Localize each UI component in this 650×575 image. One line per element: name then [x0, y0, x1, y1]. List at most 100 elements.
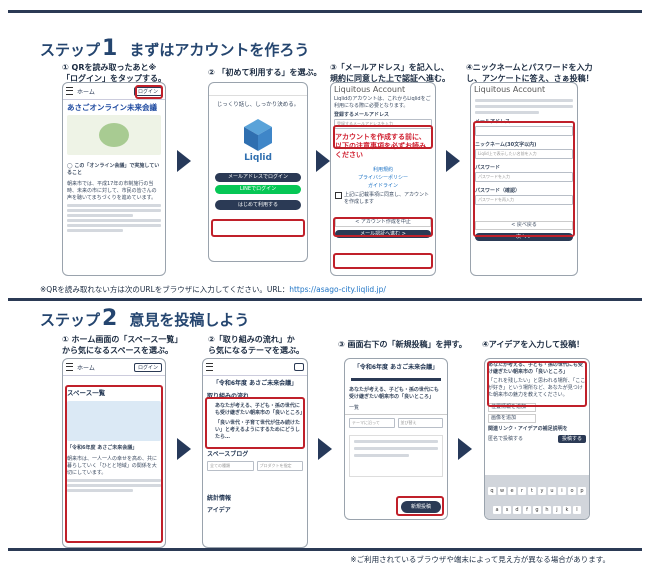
- compose-prompt: あなたが考える、子ども・孫の世代にも受け継ぎたい朝来市の「良いところ」: [488, 362, 583, 375]
- login-button[interactable]: ログイン: [133, 362, 162, 372]
- top-divider: [8, 10, 642, 13]
- key-r[interactable]: r: [518, 487, 526, 495]
- phone-screen-register: Liquitous Account Liqlidのアカウントは、これからLiql…: [330, 82, 436, 276]
- new-post-highlight: [396, 496, 444, 516]
- theme-filter[interactable]: テーマに沿って: [349, 418, 395, 428]
- next-button[interactable]: 次へ >: [475, 233, 573, 241]
- consent-highlight: [333, 217, 433, 237]
- illustration: [67, 115, 161, 155]
- password-confirm-input[interactable]: パスワードを再入力: [475, 195, 573, 205]
- space-card-body: 朝来市は、一人一人の幸せを高め、共に暮らしていく「ひとと地域」の関係を大切にして…: [67, 456, 158, 476]
- idea-textarea[interactable]: 「これを残したい」と思われる場所、「ここが好き」という場所など、あなたが見つけた…: [488, 378, 586, 398]
- submit-button[interactable]: 投稿する: [557, 435, 586, 443]
- key-u[interactable]: u: [548, 487, 556, 495]
- space-card-title[interactable]: 「令和6年度 あさご未来会議」: [67, 445, 138, 451]
- step1-caption-2: ② 「初めて利用する」を選ぶ。: [208, 68, 322, 77]
- arrow-icon: [177, 150, 191, 172]
- stats-heading: 統計情報: [207, 495, 232, 502]
- menu-icon[interactable]: [66, 87, 73, 95]
- flow-heading: 取り組みの流れ: [207, 393, 250, 400]
- email-label: 登録するメールアドレス: [334, 112, 390, 118]
- email-field[interactable]: [475, 126, 573, 136]
- privacy-link[interactable]: プライバシーポリシー: [358, 175, 408, 181]
- key-p[interactable]: p: [578, 487, 586, 495]
- key-f[interactable]: f: [523, 506, 531, 514]
- tab-list[interactable]: 一覧: [345, 403, 447, 415]
- password-input[interactable]: パスワードを入力: [475, 172, 573, 182]
- location-button[interactable]: 位置情報を追加: [488, 403, 536, 412]
- section-heading: ◯ この「オンライン会議」で実施していること: [67, 163, 160, 176]
- guideline-link[interactable]: ガイドライン: [367, 183, 398, 189]
- key-k[interactable]: k: [563, 506, 571, 514]
- key-h[interactable]: h: [543, 506, 551, 514]
- proceed-button[interactable]: メール認証へ進む >: [335, 230, 431, 238]
- keyboard-row-3: zxcvbnm: [485, 515, 589, 519]
- new-post-button[interactable]: 新規投稿: [401, 501, 441, 513]
- theme-item-1[interactable]: あなたが考える、子ども・孫の世代にも受け継ぎたい朝来市の「良いところ」: [215, 403, 306, 416]
- terms-link[interactable]: 利用規約: [372, 167, 393, 173]
- sort-select[interactable]: 並び替え: [397, 418, 443, 428]
- product-filter[interactable]: プロダクトを指定: [256, 461, 303, 471]
- key-g[interactable]: g: [533, 506, 541, 514]
- step2-caption-4: ④アイデアを入力して投稿！: [482, 340, 585, 349]
- related-link-label: 関連リンク・アイデアの補足説明を: [488, 426, 568, 432]
- line-login-button[interactable]: LINEでログイン: [215, 185, 301, 194]
- key-e[interactable]: e: [508, 487, 516, 495]
- key-a[interactable]: a: [493, 506, 501, 514]
- key-o[interactable]: o: [568, 487, 576, 495]
- arrow-icon: [177, 438, 191, 460]
- key-i[interactable]: i: [558, 487, 566, 495]
- key-d[interactable]: d: [513, 506, 521, 514]
- back-button[interactable]: < 戻べ戻る: [475, 221, 573, 230]
- key-t[interactable]: t: [528, 487, 536, 495]
- anonymous-toggle[interactable]: 匿名で投稿する: [488, 435, 524, 442]
- key-y[interactable]: y: [538, 487, 546, 495]
- key-q[interactable]: q: [488, 487, 496, 495]
- banner-title: あさごオンライン未来会議: [67, 103, 157, 112]
- theme-item-2[interactable]: 「良い世代・子育て世代が住み続けたい」と考えるようにするためにどうしたら…: [215, 420, 301, 440]
- bottom-divider: [8, 548, 642, 551]
- login-button[interactable]: [294, 363, 304, 371]
- logo-text: Liqlid: [244, 153, 272, 163]
- email-login-button[interactable]: メールアドレスでログイン: [215, 173, 301, 182]
- menu-icon[interactable]: [206, 363, 213, 371]
- arrow-icon: [316, 150, 330, 172]
- header-title: ホーム: [77, 364, 95, 372]
- site-url-link[interactable]: https://asago-city.liqlid.jp/: [289, 285, 386, 294]
- space-title: 「令和6年度 あさご未来会議」: [212, 380, 298, 387]
- arrow-icon: [446, 150, 460, 172]
- step1-caption-1: ① QRを読み取ったあと※「ログイン」をタップする。: [62, 63, 166, 83]
- password-confirm-label: パスワード（確認）: [475, 188, 521, 194]
- key-w[interactable]: w: [498, 487, 506, 495]
- step2-caption-2: ②「取り組みの流れ」から気になるテーマを選ぶ。: [208, 335, 304, 355]
- email-input[interactable]: 登録するメールアドレスを入力: [334, 119, 432, 129]
- key-l[interactable]: l: [573, 506, 581, 514]
- phone-screen-compose: あなたが考える、子ども・孫の世代にも受け継ぎたい朝来市の「良いところ」 「これを…: [484, 358, 590, 520]
- space-card-image[interactable]: [67, 401, 161, 441]
- space-highlight: [65, 385, 163, 543]
- nickname-input[interactable]: Liqlid上で表示したい名前を入力: [475, 149, 573, 159]
- phone-screen-themes: 「令和6年度 あさご未来会議」 取り組みの流れ あなたが考える、子ども・孫の世代…: [202, 358, 308, 548]
- image-button[interactable]: 画像を追加: [488, 414, 536, 423]
- key-s[interactable]: s: [503, 506, 511, 514]
- space-title: 「令和6年度 あさご未来会議」: [353, 364, 439, 371]
- form-highlight: [473, 121, 575, 237]
- footer-note: ※ご利用されているブラウザや端末によって見え方が異なる場合があります。: [350, 555, 610, 564]
- type-filter[interactable]: 全ての種類: [207, 461, 254, 471]
- middle-divider: [8, 298, 642, 301]
- login-highlight: [135, 85, 163, 99]
- phone-screen-posts: 「令和6年度 あさご未来会議」 あなたが考える、子ども・孫の世代にも受け継ぎたい…: [344, 358, 448, 520]
- step2-caption-3: ③ 画面右下の「新規投稿」を押す。: [338, 340, 467, 349]
- consent-checkbox[interactable]: [335, 192, 342, 199]
- first-use-highlight: [211, 219, 305, 237]
- first-use-button[interactable]: はじめて利用する: [215, 200, 301, 210]
- menu-icon[interactable]: [66, 363, 73, 371]
- step1-caption-3: ③「メールアドレス」を記入し、規約に同意した上で認証へ進む。: [330, 63, 450, 83]
- key-j[interactable]: j: [553, 506, 561, 514]
- blog-heading: スペースブログ: [207, 451, 249, 458]
- flow-highlight: [205, 397, 305, 449]
